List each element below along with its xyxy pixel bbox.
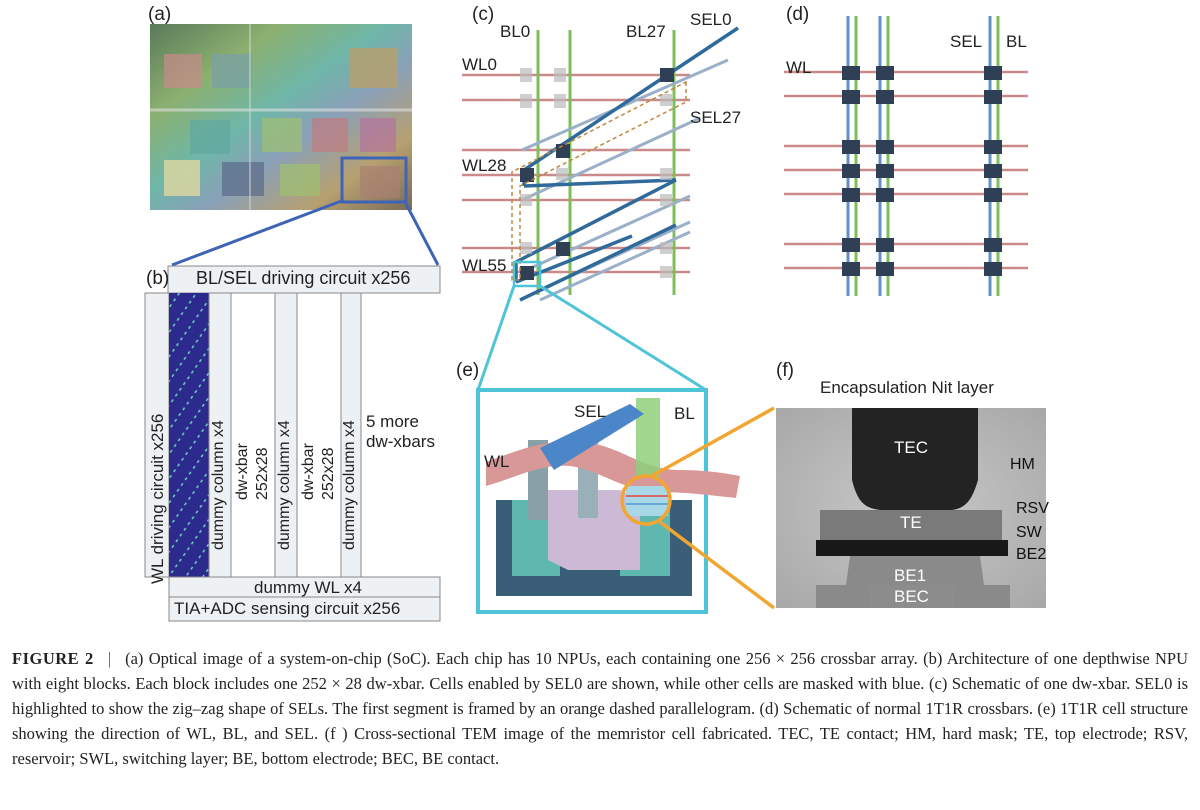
panel-f-tem-image <box>776 408 1046 608</box>
c-bl0-label: BL0 <box>500 22 531 41</box>
c-wl28-label: WL28 <box>462 156 507 175</box>
f-be1-label: BE1 <box>894 566 927 585</box>
panel-label-f: (f) <box>776 360 794 381</box>
c-wl55-label: WL55 <box>462 256 507 275</box>
zoom-lines-c-to-e <box>476 284 707 392</box>
figure-caption: FIGURE 2 |(a) Optical image of a system-o… <box>12 646 1188 771</box>
b-col-label-3: 252x28 <box>254 447 271 501</box>
panel-d-crossbar-schematic <box>784 16 1028 296</box>
b-col-label-7: dummy column x4 <box>341 420 358 550</box>
panel-e-cell-structure <box>476 388 740 614</box>
panel-a-chip-image <box>150 24 412 210</box>
b-more-line2: dw-xbars <box>366 432 435 451</box>
wl-driving-box <box>144 292 170 578</box>
c-orange-dashed-parallelogram <box>511 80 687 281</box>
e-wl-label: WL <box>484 452 510 471</box>
zoom-lines-a-to-b <box>171 198 440 267</box>
e-gate-block <box>548 490 640 570</box>
zoom-lines-e-to-f <box>651 406 776 610</box>
b-bottom-bar-1-label: dummy WL x4 <box>254 578 363 597</box>
c-zoom-box <box>512 260 542 288</box>
c-sel-light-lines <box>521 58 729 302</box>
caption-text: (a) Optical image of a system-on-chip (S… <box>12 649 1189 768</box>
e-bl-pillar <box>636 398 660 478</box>
tia-adc-box <box>168 596 441 622</box>
d-wl-label: WL <box>786 58 812 77</box>
b-col-label-1: dummy column x4 <box>210 420 227 550</box>
panel-label-a: (a) <box>148 4 172 25</box>
panel-b-architecture <box>144 265 441 622</box>
b-top-bar-label: BL/SEL driving circuit x256 <box>196 268 411 288</box>
e-sel-label: SEL <box>574 402 607 421</box>
c-cells <box>520 68 674 280</box>
b-col-label-5: dw-xbar <box>300 443 317 500</box>
caption-separator: | <box>107 649 112 668</box>
e-sel-bar <box>540 404 644 470</box>
b-col-label-2: dw-xbar <box>234 443 251 500</box>
b-col-label-4: dummy column x4 <box>276 420 293 550</box>
f-sw-label: SW <box>1016 524 1042 541</box>
dw-xbar-block-dark <box>169 293 209 577</box>
panel-label-c: (c) <box>472 4 495 25</box>
f-te-label: TE <box>900 513 922 532</box>
dw-xbar-1 <box>230 292 276 578</box>
c-bl27-label: BL27 <box>626 22 666 41</box>
f-hm-label: HM <box>1010 456 1035 473</box>
f-tec-label: TEC <box>894 438 928 457</box>
f-encap-label: Encapsulation Nit layer <box>820 378 994 397</box>
caption-figure-label: FIGURE 2 <box>12 649 94 668</box>
panel-c-dw-xbar-schematic <box>462 26 739 302</box>
d-cells <box>842 66 1002 276</box>
e-zoom-circle <box>620 474 672 526</box>
panel-label-e: (e) <box>456 360 480 381</box>
b-col-label-6: 252x28 <box>320 447 337 501</box>
d-sel-label: SEL <box>950 32 983 51</box>
e-memristor-stack <box>626 486 668 516</box>
e-bl-label: BL <box>674 404 695 423</box>
f-be1-region <box>816 556 1010 608</box>
panel-label-b: (b) <box>146 268 170 289</box>
f-be2-label: BE2 <box>1016 546 1047 563</box>
c-sel27-label: SEL27 <box>690 108 742 127</box>
f-tec-region <box>852 408 978 510</box>
c-sel0-label: SEL0 <box>690 10 732 29</box>
f-rsv-label: RSV <box>1016 500 1049 517</box>
c-wl0-label: WL0 <box>462 55 497 74</box>
f-sw-layer <box>816 540 1008 556</box>
d-bl-sel-lines <box>846 16 1000 296</box>
zoom-highlight-box <box>340 156 408 204</box>
d-bl-label: BL <box>1006 32 1027 51</box>
f-bec-label: BEC <box>894 587 929 606</box>
f-te-region <box>820 510 1002 548</box>
figure-canvas <box>144 16 1046 622</box>
b-bottom-bar-2-label: TIA+ADC sensing circuit x256 <box>174 599 401 618</box>
dw-xbar-2 <box>296 292 342 578</box>
f-bec-region <box>870 585 954 608</box>
panel-label-d: (d) <box>786 4 810 25</box>
b-left-bar-label: WL driving circuit x256 <box>148 413 167 584</box>
b-more-line1: 5 more <box>366 412 419 431</box>
